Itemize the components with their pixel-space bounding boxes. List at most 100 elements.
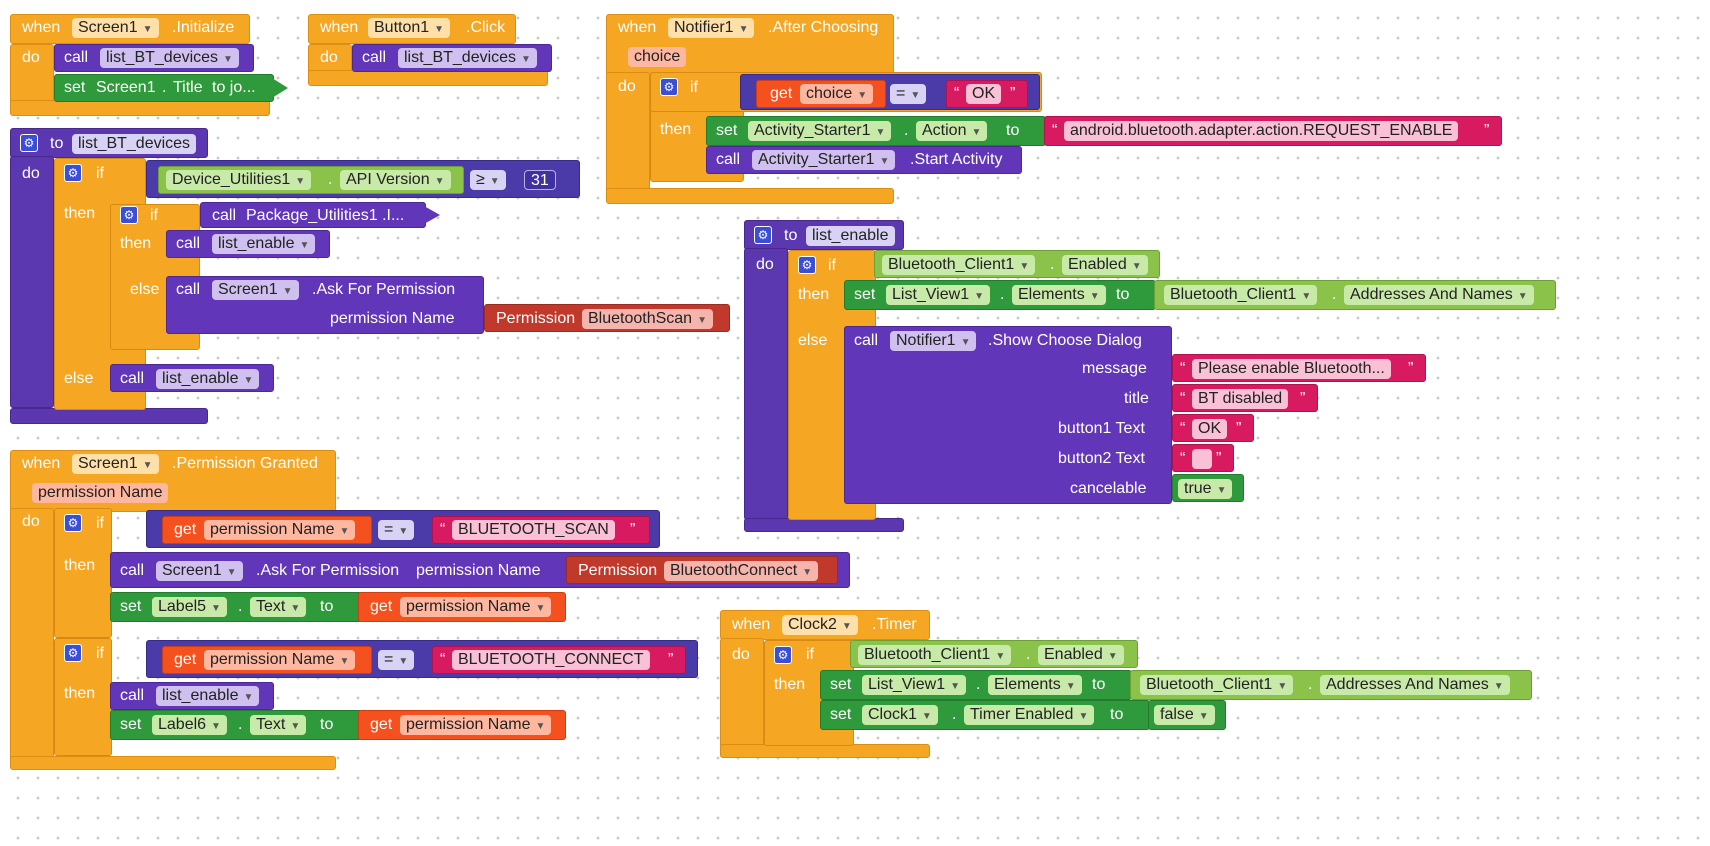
mutator-gear-icon[interactable]: ⚙ <box>64 514 82 532</box>
component-name: Bluetooth_Client1 <box>1146 676 1273 693</box>
component-dropdown[interactable]: Screen1▼ <box>212 280 299 300</box>
text-value[interactable]: BLUETOOTH_SCAN <box>452 520 615 540</box>
set-title-block[interactable] <box>54 74 274 102</box>
component-dropdown[interactable]: Bluetooth_Client1▼ <box>1164 285 1318 305</box>
component-dropdown[interactable]: Bluetooth_Client1▼ <box>1140 675 1294 695</box>
component-dropdown[interactable]: Screen1▼ <box>72 18 159 38</box>
property-dropdown[interactable]: Timer Enabled▼ <box>964 705 1095 725</box>
text-value[interactable]: OK <box>966 84 1002 104</box>
mutator-gear-icon[interactable]: ⚙ <box>20 134 38 152</box>
operator-dropdown[interactable]: ≥▼ <box>470 170 506 190</box>
component-name: Button1 <box>374 19 430 36</box>
component-dropdown[interactable]: Bluetooth_Client1▼ <box>882 255 1036 275</box>
variable-dropdown[interactable]: permission Name▼ <box>400 715 552 735</box>
property-dropdown[interactable]: Text▼ <box>250 597 307 617</box>
text-value[interactable]: OK <box>1192 419 1228 439</box>
text-value[interactable]: android.bluetooth.adapter.action.REQUEST… <box>1064 121 1459 141</box>
call-method-collapsed[interactable] <box>200 202 426 228</box>
property-dropdown[interactable]: Action▼ <box>916 121 988 141</box>
procedure-name-field[interactable]: list_BT_devices <box>72 134 197 154</box>
close-quote: ” <box>1408 360 1414 377</box>
if-keyword: if <box>96 515 104 532</box>
component-dropdown[interactable]: Notifier1▼ <box>668 18 755 38</box>
procedure-dropdown[interactable]: list_BT_devices▼ <box>398 48 537 68</box>
mutator-gear-icon[interactable]: ⚙ <box>774 646 792 664</box>
then-keyword: then <box>64 557 96 574</box>
component-dropdown[interactable]: Label6▼ <box>152 715 227 735</box>
property-dropdown[interactable]: Addresses And Names▼ <box>1320 675 1510 695</box>
procedure-dropdown[interactable]: list_enable▼ <box>212 234 316 254</box>
property-dropdown[interactable]: Enabled▼ <box>1038 645 1124 665</box>
variable-dropdown[interactable]: permission Name▼ <box>204 650 356 670</box>
if-keyword: if <box>150 207 158 224</box>
then-keyword: then <box>660 121 692 138</box>
component-dropdown[interactable]: Clock2▼ <box>782 615 858 635</box>
property-dropdown[interactable]: Addresses And Names▼ <box>1344 285 1534 305</box>
property-dropdown[interactable]: Enabled▼ <box>1062 255 1148 275</box>
close-quote: ” <box>1216 450 1222 467</box>
variable-dropdown[interactable]: choice▼ <box>800 84 874 104</box>
to-keyword: to <box>784 227 798 244</box>
component-dropdown[interactable]: Bluetooth_Client1▼ <box>858 645 1012 665</box>
component-dropdown[interactable]: Device_Utilities1▼ <box>166 170 312 190</box>
do-keyword: do <box>618 78 636 95</box>
event-spine <box>10 508 54 764</box>
object-name: Screen1 <box>96 79 156 96</box>
component-dropdown[interactable]: List_View1▼ <box>862 675 966 695</box>
property-dropdown[interactable]: Elements▼ <box>1012 285 1106 305</box>
if-keyword: if <box>806 646 814 663</box>
call-method-block[interactable] <box>844 326 1172 504</box>
number-literal[interactable]: 31 <box>524 170 556 190</box>
component-dropdown[interactable]: Button1 ▼ <box>368 18 451 38</box>
event-name: .Timer <box>872 616 917 633</box>
procedure-name-field[interactable]: list_enable <box>806 226 895 246</box>
mutator-gear-icon[interactable]: ⚙ <box>754 226 772 244</box>
operator-dropdown[interactable]: =▼ <box>890 84 927 104</box>
component-dropdown[interactable]: List_View1▼ <box>886 285 990 305</box>
call-keyword: call <box>212 207 237 224</box>
mutator-gear-icon[interactable]: ⚙ <box>64 644 82 662</box>
if-block[interactable] <box>54 638 112 756</box>
text-value[interactable]: BLUETOOTH_CONNECT <box>452 650 650 670</box>
property-dropdown[interactable]: Elements▼ <box>988 675 1082 695</box>
dot-separator: . <box>238 598 243 615</box>
procedure-dropdown[interactable]: list_enable▼ <box>156 369 260 389</box>
property-dropdown[interactable]: API Version▼ <box>340 170 451 190</box>
permission-dropdown[interactable]: BluetoothConnect▼ <box>664 561 819 581</box>
property-dropdown[interactable]: Text▼ <box>250 715 307 735</box>
get-keyword: get <box>370 598 393 615</box>
component-dropdown[interactable]: Activity_Starter1▼ <box>752 150 896 170</box>
component-dropdown[interactable]: Label5▼ <box>152 597 227 617</box>
mutator-gear-icon[interactable]: ⚙ <box>120 206 138 224</box>
text-value[interactable]: Please enable Bluetooth... <box>1192 359 1391 379</box>
boolean-dropdown[interactable]: false▼ <box>1154 705 1215 725</box>
event-parameter[interactable]: permission Name <box>32 483 169 503</box>
method-name: Package_Utilities1 .I... <box>246 207 405 224</box>
operator-dropdown[interactable]: =▼ <box>378 520 415 540</box>
chevron-down-icon: ▼ <box>1216 485 1227 496</box>
mutator-gear-icon[interactable]: ⚙ <box>660 78 678 96</box>
component-dropdown[interactable]: Screen1▼ <box>72 454 159 474</box>
operator-dropdown[interactable]: =▼ <box>378 650 415 670</box>
when-keyword: when <box>732 616 771 633</box>
variable-name: permission Name <box>210 521 335 538</box>
procedure-dropdown[interactable]: list_BT_devices▼ <box>100 48 239 68</box>
chevron-down-icon: ▼ <box>434 24 445 35</box>
boolean-dropdown[interactable]: true▼ <box>1178 479 1233 499</box>
permission-dropdown[interactable]: BluetoothScan▼ <box>582 309 713 329</box>
component-dropdown[interactable]: Screen1▼ <box>156 561 243 581</box>
mutator-gear-icon[interactable]: ⚙ <box>64 164 82 182</box>
mutator-gear-icon[interactable]: ⚙ <box>798 256 816 274</box>
text-value[interactable]: BT disabled <box>1192 389 1289 409</box>
component-dropdown[interactable]: Notifier1▼ <box>890 331 977 351</box>
component-dropdown[interactable]: Clock1▼ <box>862 705 938 725</box>
event-parameter[interactable]: choice <box>628 47 687 67</box>
chevron-down-icon: ▼ <box>142 460 153 471</box>
procedure-dropdown[interactable]: list_enable▼ <box>156 686 260 706</box>
text-value-empty[interactable] <box>1192 449 1212 469</box>
else-keyword: else <box>798 332 828 349</box>
component-dropdown[interactable]: Activity_Starter1▼ <box>748 121 892 141</box>
get-keyword: get <box>174 651 197 668</box>
variable-dropdown[interactable]: permission Name▼ <box>400 597 552 617</box>
variable-dropdown[interactable]: permission Name▼ <box>204 520 356 540</box>
